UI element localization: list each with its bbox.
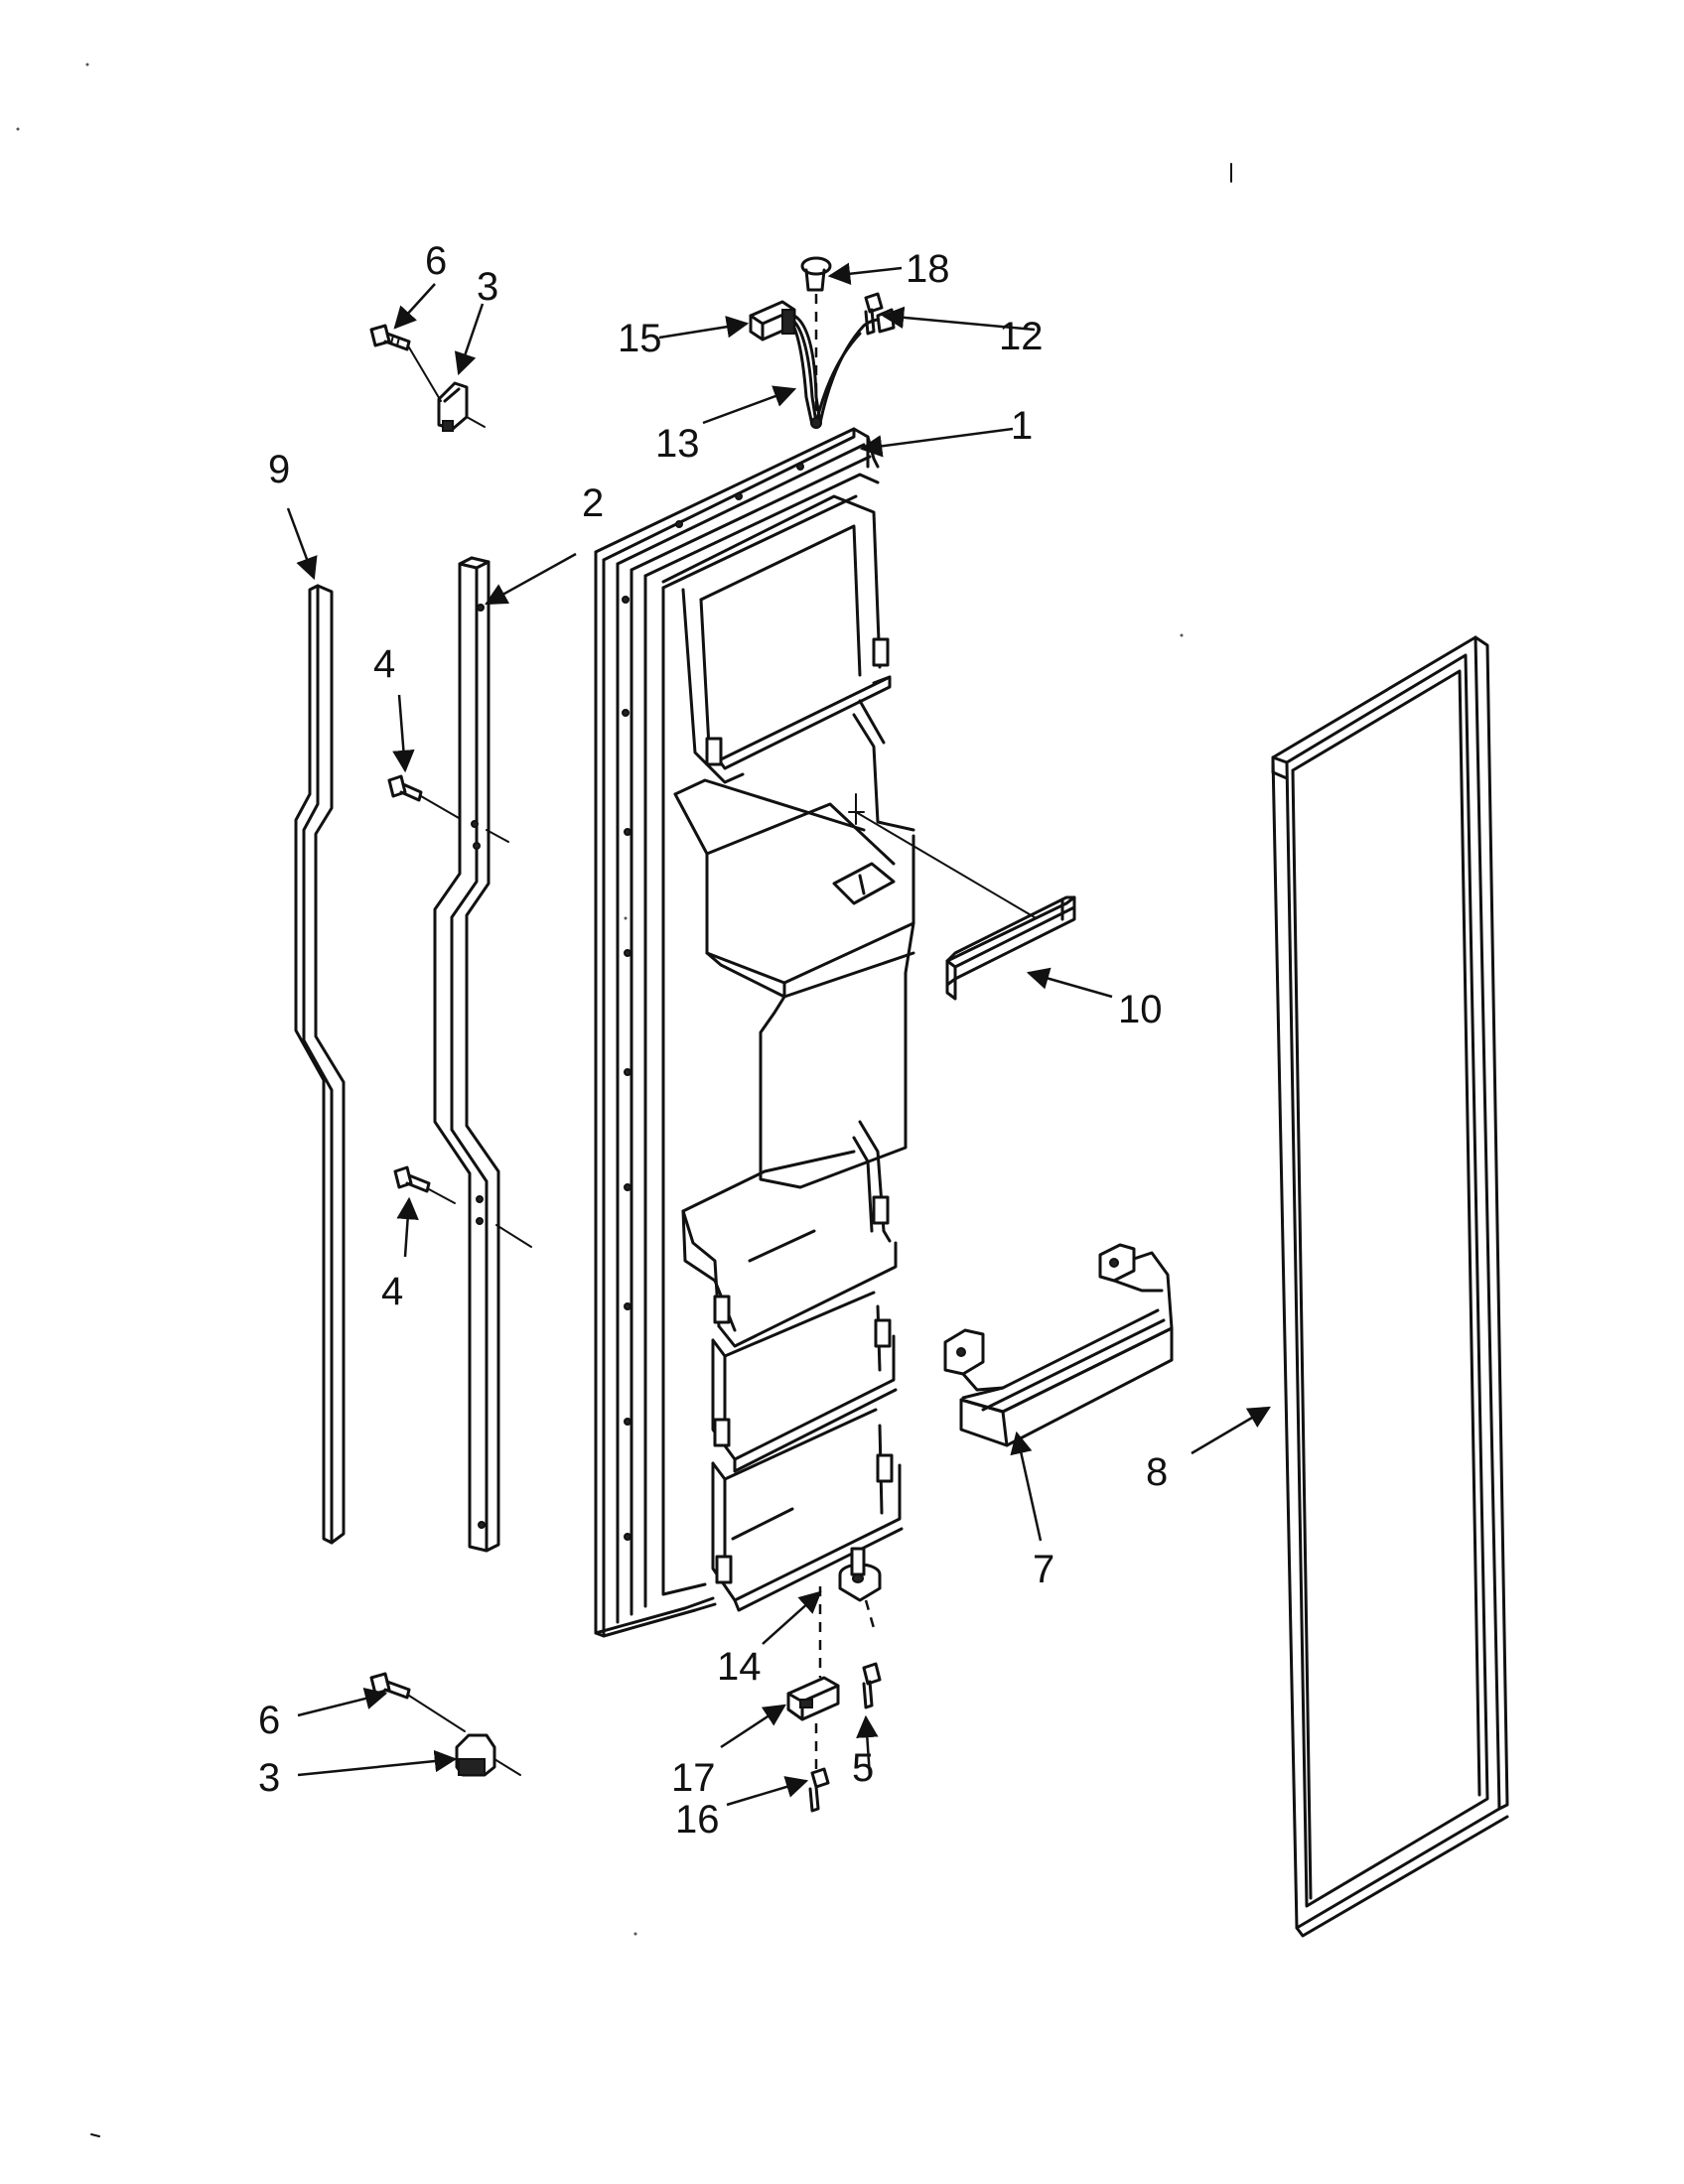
part-7-door-bin (943, 1243, 1174, 1447)
part-14-hinge-pin (818, 1547, 882, 1678)
part-10-bracket (945, 895, 1076, 1001)
part-9-strip (294, 584, 346, 1545)
callout-15: 15 (618, 317, 662, 360)
leader-arrows (286, 262, 1271, 1807)
callout-labels: 1 2 3 3 4 4 5 6 6 7 8 9 10 12 13 14 15 1… (258, 239, 1168, 1842)
callout-17: 17 (671, 1756, 716, 1800)
part-16-screw (808, 1767, 830, 1813)
callout-8: 8 (1146, 1450, 1168, 1494)
callout-5: 5 (852, 1746, 874, 1790)
part-4-lower-screw (393, 1165, 532, 1248)
part-5-screw (862, 1662, 882, 1709)
callout-3-bottom: 3 (258, 1756, 280, 1800)
part-6-bottom-screw (369, 1672, 466, 1732)
callout-1: 1 (1011, 404, 1033, 448)
part-2-channel (433, 556, 500, 1553)
part-6-top-screw (369, 324, 442, 402)
part-3-bottom-clip (455, 1733, 521, 1777)
dispenser-recess (673, 699, 1046, 1189)
part-13-wire-harness (792, 308, 896, 429)
frame-rivets (622, 463, 804, 1541)
callout-4-upper: 4 (373, 642, 395, 686)
callout-3-top: 3 (477, 265, 498, 309)
callout-10: 10 (1118, 988, 1163, 1031)
stray-marks (16, 63, 1232, 2137)
callout-14: 14 (717, 1645, 762, 1689)
callout-6-bottom: 6 (258, 1699, 280, 1742)
callout-16: 16 (675, 1798, 720, 1842)
top-bin (661, 494, 892, 784)
callout-4-lower: 4 (381, 1270, 403, 1313)
lower-bins (681, 1120, 904, 1612)
callout-7: 7 (1033, 1548, 1054, 1591)
callout-6-top: 6 (425, 239, 447, 283)
part-3-top-clip (437, 381, 486, 432)
part-4-upper-screw (387, 774, 509, 843)
callout-9: 9 (268, 448, 290, 491)
part-1-door-liner (594, 427, 1046, 1638)
part-15-connector (749, 300, 796, 341)
callout-12: 12 (999, 315, 1044, 358)
part-17-bracket (786, 1676, 840, 1769)
callout-13: 13 (655, 422, 700, 466)
callout-18: 18 (906, 247, 950, 291)
part-8-gasket (1271, 635, 1509, 1938)
callout-2: 2 (582, 481, 604, 525)
